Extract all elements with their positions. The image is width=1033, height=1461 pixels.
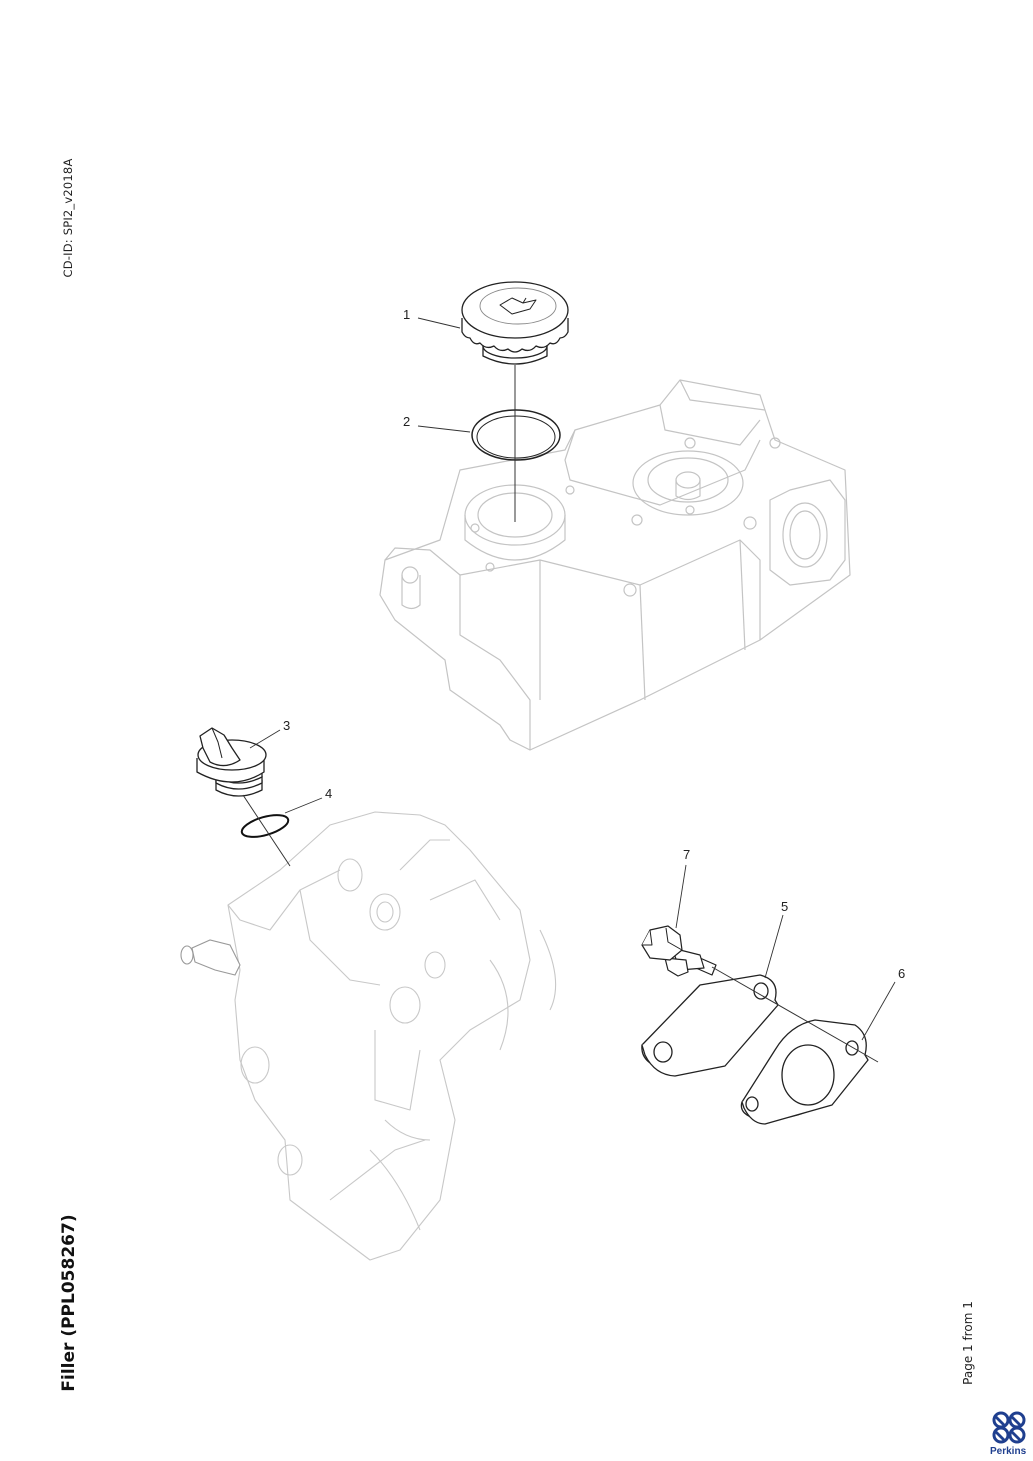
bolt-part <box>641 925 717 977</box>
alignment-line-plug <box>242 794 291 867</box>
callout-7: 7 <box>683 847 690 862</box>
callout-1: 1 <box>403 307 410 322</box>
callout-2: 2 <box>403 414 410 429</box>
plug-part <box>196 727 267 797</box>
perkins-logo <box>992 1411 1026 1444</box>
cover-plate-part <box>641 974 779 1077</box>
filler-cap-part <box>461 281 569 365</box>
seal-ring-part <box>471 409 561 461</box>
callout-4: 4 <box>325 786 332 801</box>
timing-case-housing <box>227 811 557 1261</box>
valve-cover-housing <box>379 379 851 751</box>
perkins-logo-text: Perkins <box>990 1446 1027 1457</box>
callout-leaders <box>249 317 896 1041</box>
callout-5: 5 <box>781 899 788 914</box>
callout-6: 6 <box>898 966 905 981</box>
alignment-line-bolt <box>711 966 879 1063</box>
gasket-part <box>740 1019 869 1125</box>
o-ring-part <box>240 814 290 838</box>
callout-3: 3 <box>283 718 290 733</box>
housing-stud <box>180 939 241 976</box>
